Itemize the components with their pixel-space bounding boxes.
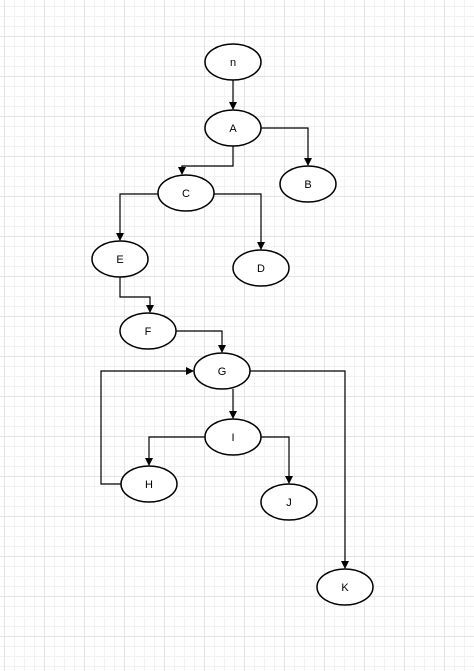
node-label: G xyxy=(218,366,227,378)
node-label: D xyxy=(257,263,265,275)
node-B: B xyxy=(279,165,337,203)
node-K: K xyxy=(316,568,374,606)
node-J: J xyxy=(260,483,318,521)
edge-G-to-K xyxy=(250,370,349,569)
node-label: C xyxy=(182,188,190,200)
node-label: I xyxy=(231,432,234,444)
edge-E-to-F xyxy=(119,277,154,313)
edges-layer xyxy=(100,80,349,569)
edge-C-to-E xyxy=(116,193,158,241)
edge-C-to-D xyxy=(214,193,265,250)
node-F: F xyxy=(119,312,177,350)
node-D: D xyxy=(232,249,290,287)
node-ellipse xyxy=(279,165,337,203)
edge-F-to-G xyxy=(176,330,226,353)
edge-A-to-C xyxy=(178,146,234,175)
node-label: J xyxy=(286,497,292,509)
edge-H-to-G xyxy=(100,367,194,485)
edge-I-to-J xyxy=(261,436,293,484)
node-n: n xyxy=(204,43,262,81)
node-ellipse xyxy=(260,483,318,521)
node-ellipse xyxy=(316,568,374,606)
node-ellipse xyxy=(204,418,262,456)
node-ellipse xyxy=(119,312,177,350)
node-A: A xyxy=(204,109,262,147)
node-label: K xyxy=(341,582,349,594)
node-ellipse xyxy=(232,249,290,287)
nodes-layer: nA B C D E F G I H J K xyxy=(91,43,374,606)
node-ellipse xyxy=(157,174,215,212)
edge-A-to-B xyxy=(261,127,312,166)
node-label: B xyxy=(304,179,311,191)
node-ellipse xyxy=(91,240,149,278)
node-ellipse xyxy=(204,43,262,81)
node-G: G xyxy=(193,352,251,390)
edge-I-to-H xyxy=(145,436,205,466)
node-label: A xyxy=(229,123,237,135)
node-label: n xyxy=(230,57,236,69)
node-ellipse xyxy=(120,465,178,503)
node-label: F xyxy=(145,326,152,338)
node-ellipse xyxy=(204,109,262,147)
node-E: E xyxy=(91,240,149,278)
node-C: C xyxy=(157,174,215,212)
node-label: E xyxy=(116,254,123,266)
node-I: I xyxy=(204,418,262,456)
node-H: H xyxy=(120,465,178,503)
node-label: H xyxy=(145,479,153,491)
node-ellipse xyxy=(193,352,251,390)
